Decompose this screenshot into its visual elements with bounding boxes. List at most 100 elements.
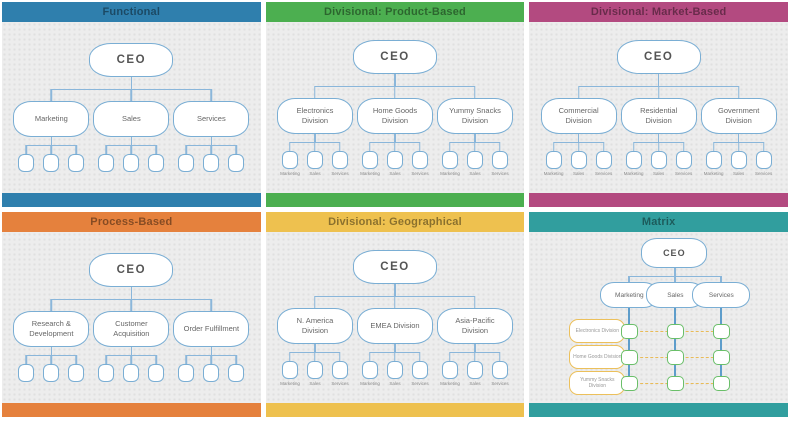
- connector-line: [75, 145, 78, 154]
- leaf-branch: Marketing: [277, 351, 303, 386]
- branch-residential: Residential Division Marketing Sales Ser…: [618, 85, 699, 176]
- ceo-node: CEO: [352, 249, 437, 284]
- panel-title: Matrix: [641, 216, 676, 228]
- panel-divisional-market: Divisional: Market-Based CEO Commercial …: [529, 2, 788, 207]
- leaf-node: [441, 360, 458, 379]
- branch-customer-acquisition: Customer Acquisition: [91, 299, 172, 382]
- connector-line: [737, 85, 740, 98]
- leaf-node: [98, 364, 115, 382]
- leaf-node: [466, 150, 483, 169]
- leaves-row: Marketing Sales Services: [701, 141, 776, 176]
- leaf-label: Services: [755, 170, 773, 176]
- panel-footer-bar: [265, 403, 525, 417]
- ceo-node: CEO: [352, 39, 437, 74]
- leaf-branch: Sales: [462, 141, 488, 176]
- leaf-branch: Marketing: [437, 141, 463, 176]
- leaf-node: [411, 150, 428, 169]
- connector-line: [130, 145, 133, 154]
- leaf-label: Marketing: [703, 170, 724, 176]
- panel-title-bar: Process-Based: [2, 212, 261, 232]
- leaves-row: Marketing Sales Services: [437, 351, 512, 386]
- leaf-label: Services: [491, 170, 509, 176]
- connector-line: [449, 351, 451, 361]
- panel-title: Process-Based: [90, 216, 173, 228]
- org-chart-process: CEO Research & Development Customer Acqu…: [2, 232, 261, 403]
- branch-asia-pacific: Asia-Pacific Division Marketing Sales Se…: [434, 295, 515, 386]
- division-node: Electronics Division: [276, 97, 353, 134]
- leaf-branch: Sales: [302, 141, 328, 176]
- panel-footer-bar: [2, 193, 261, 207]
- connector-line: [105, 355, 108, 364]
- leaf-branch: Services: [327, 351, 352, 386]
- connector-line: [737, 141, 740, 151]
- matrix-row-label: Yummy Snacks Division: [569, 371, 626, 395]
- leaf-label: Sales: [653, 170, 665, 176]
- panel-title-bar: Divisional: Geographical: [265, 212, 525, 232]
- leaves-row: [94, 355, 169, 382]
- leaf-branch: Sales: [566, 141, 592, 176]
- connector-line: [629, 276, 723, 277]
- leaves-row: [14, 355, 89, 382]
- connector-line: [657, 73, 660, 86]
- leaves-row: [174, 145, 249, 172]
- connector-line: [289, 141, 291, 151]
- department-node: Services: [173, 101, 250, 137]
- panel-title-bar: Matrix: [529, 212, 788, 232]
- department-node: Marketing: [13, 101, 90, 137]
- leaf-branch: Marketing: [621, 141, 647, 176]
- leaf-branch: Services: [591, 141, 616, 176]
- panel-title-bar: Divisional: Product-Based: [265, 2, 525, 22]
- connector-line: [712, 141, 715, 151]
- leaf-branch: Marketing: [437, 351, 463, 386]
- leaf-label: Marketing: [360, 380, 380, 386]
- leaf-node: [650, 150, 667, 169]
- leaf-node: [491, 150, 508, 169]
- leaf-node: [178, 154, 195, 172]
- leaf-label: Sales: [733, 170, 745, 176]
- division-node: Government Division: [700, 97, 777, 134]
- leaf-label: Services: [411, 170, 429, 176]
- connector-line: [657, 85, 660, 98]
- connector-line: [577, 133, 580, 142]
- connector-line: [235, 355, 238, 364]
- leaf-node: [18, 364, 35, 382]
- children-row: Research & Development Customer Acquisit…: [11, 299, 251, 382]
- process-node: Customer Acquisition: [93, 311, 170, 347]
- connector-line: [369, 351, 371, 361]
- connector-line: [449, 141, 451, 151]
- ceo-node: CEO: [641, 238, 708, 268]
- connector-line: [577, 141, 580, 151]
- panel-title: Divisional: Geographical: [328, 216, 462, 228]
- connector-line: [474, 133, 476, 142]
- leaf-node: [331, 150, 348, 169]
- division-node: Residential Division: [620, 97, 697, 134]
- leaf-node: [361, 150, 378, 169]
- division-node: Asia-Pacific Division: [436, 307, 513, 344]
- leaf-node: [570, 150, 587, 169]
- matrix-cell-node: [621, 324, 639, 339]
- leaf-label: Sales: [573, 170, 585, 176]
- leaf-branch: [38, 355, 64, 382]
- leaves-row: [94, 145, 169, 172]
- leaf-branch: [174, 355, 199, 382]
- connector-line: [394, 283, 396, 296]
- leaf-node: [411, 360, 428, 379]
- connector-line: [210, 299, 213, 311]
- leaf-node: [705, 150, 722, 169]
- matrix-cell-node: [621, 376, 639, 391]
- division-node: Yummy Snacks Division: [436, 97, 513, 134]
- leaf-branch: [38, 145, 64, 172]
- panel-process-based: Process-Based CEO Research & Development: [2, 212, 261, 417]
- connector-line: [210, 145, 213, 154]
- leaves-row: Marketing Sales Services: [357, 141, 432, 176]
- leaf-label: Marketing: [440, 380, 460, 386]
- leaf-node: [43, 364, 60, 382]
- leaves-row: [14, 145, 89, 172]
- matrix-column-line: [720, 308, 723, 384]
- leaves-row: Marketing Sales Services: [541, 141, 616, 176]
- leaf-branch: Sales: [382, 141, 408, 176]
- leaf-node: [331, 360, 348, 379]
- connector-line: [50, 355, 53, 364]
- connector-line: [552, 141, 555, 151]
- connector-line: [657, 141, 660, 151]
